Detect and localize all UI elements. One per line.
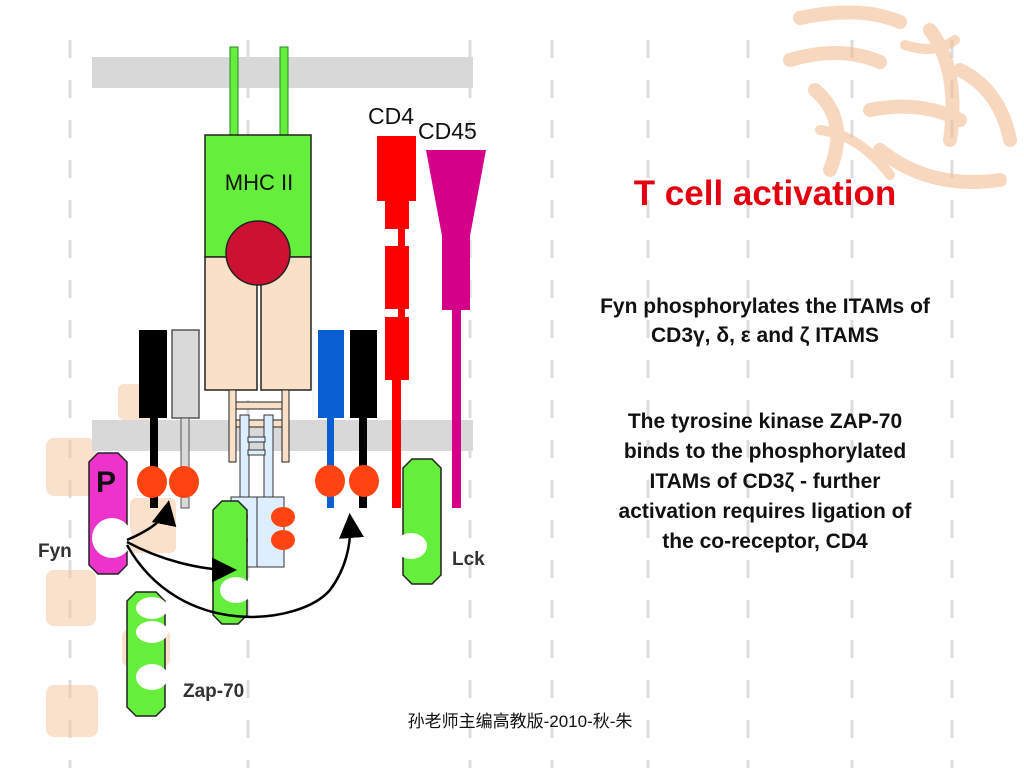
cd4-coreceptor: CD4 [368, 103, 416, 508]
zap70-description-line-5: the co-receptor, CD4 [662, 530, 868, 553]
fyn-label: Fyn [38, 541, 72, 562]
zap70-description-line-2: binds to the phosphorylated [623, 440, 907, 463]
lck-label: Lck [452, 549, 485, 570]
fyn-description-line-2: CD3γ, δ, ε and ζ ITAMS [650, 324, 879, 347]
fyn-description-line-1: Fyn phosphorylates the ITAMs of [600, 295, 930, 318]
footer-credit: 孙老师主编高教版-2010-秋-朱 [407, 712, 633, 731]
lck-kinase: Lck [395, 458, 485, 585]
mhc-label: MHC II [225, 170, 293, 195]
zap70-description: The tyrosine kinase ZAP-70 binds to the … [560, 407, 970, 557]
slide-title: T cell activation [633, 174, 897, 213]
background-dashes [68, 40, 954, 768]
zap70-label: Zap-70 [183, 681, 244, 702]
peptide-antigen [225, 220, 291, 286]
zap70-description-line-1: The tyrosine kinase ZAP-70 [627, 410, 903, 433]
fyn-kinase: P Fyn [38, 452, 132, 575]
seal-stamp-large [783, 5, 1017, 189]
phosphorylation-arrows [125, 500, 364, 619]
cd45-label: CD45 [418, 118, 477, 144]
cd3-left-chains [137, 329, 200, 509]
cd45-phosphatase: CD45 [418, 118, 486, 508]
cd3-right-chains [315, 330, 379, 508]
zap70-description-line-3: ITAMs of CD3ζ - further [649, 470, 881, 493]
fyn-description: Fyn phosphorylates the ITAMs of CD3γ, δ,… [555, 292, 975, 350]
zap70-free: Zap-70 [126, 591, 244, 717]
cd4-label: CD4 [368, 103, 414, 129]
zap70-bound [212, 500, 252, 625]
zap70-description-line-4: activation requires ligation of [618, 500, 912, 523]
phosphate-label: P [96, 466, 116, 499]
